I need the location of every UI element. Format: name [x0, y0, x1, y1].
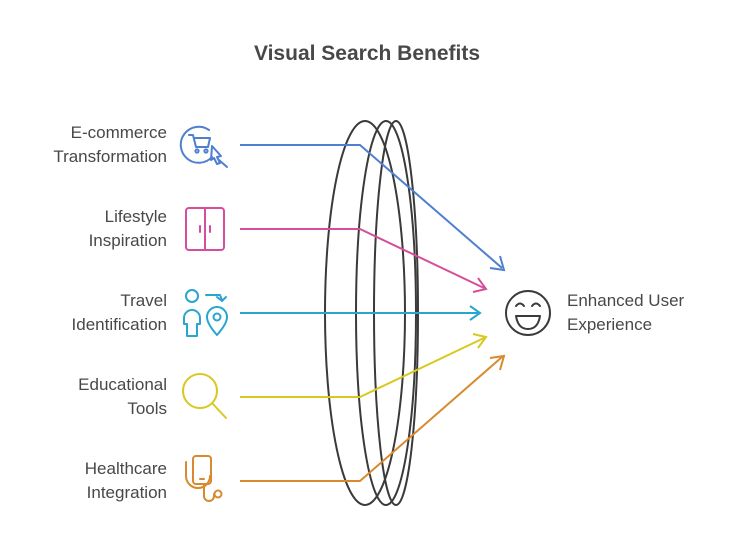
phone-stethoscope-icon — [185, 455, 223, 502]
magnifying-glass-icon — [182, 373, 227, 419]
connector-educational — [240, 333, 488, 398]
wardrobe-icon — [185, 207, 225, 251]
connector-line — [240, 337, 485, 398]
diagram-title: Visual Search Benefits — [253, 42, 481, 65]
connector-travel — [240, 305, 482, 321]
smiley-face-icon — [505, 290, 551, 336]
label-ecommerce: E-commerce Transformation — [53, 123, 167, 166]
connector-line — [240, 356, 503, 482]
connector-line — [240, 228, 485, 289]
connector-line — [240, 144, 503, 269]
label-enhanced-user-experience: Enhanced User Experience — [567, 291, 685, 334]
arrow-head — [489, 354, 506, 371]
label-educational: Educational Tools — [78, 375, 167, 418]
traveler-location-icon — [183, 289, 228, 337]
label-travel: Travel Identification — [71, 291, 167, 334]
arrow-head — [472, 277, 488, 293]
arrow-head — [489, 255, 506, 272]
connector-healthcare — [240, 354, 506, 482]
label-healthcare: Healthcare Integration — [84, 459, 167, 502]
shopping-cart-cursor-icon — [179, 125, 228, 168]
arrow-head — [469, 305, 482, 321]
connector-lifestyle — [240, 228, 488, 293]
arrow-head — [472, 333, 488, 349]
label-lifestyle: Lifestyle Inspiration — [88, 207, 167, 250]
connector-ecommerce — [240, 144, 506, 272]
